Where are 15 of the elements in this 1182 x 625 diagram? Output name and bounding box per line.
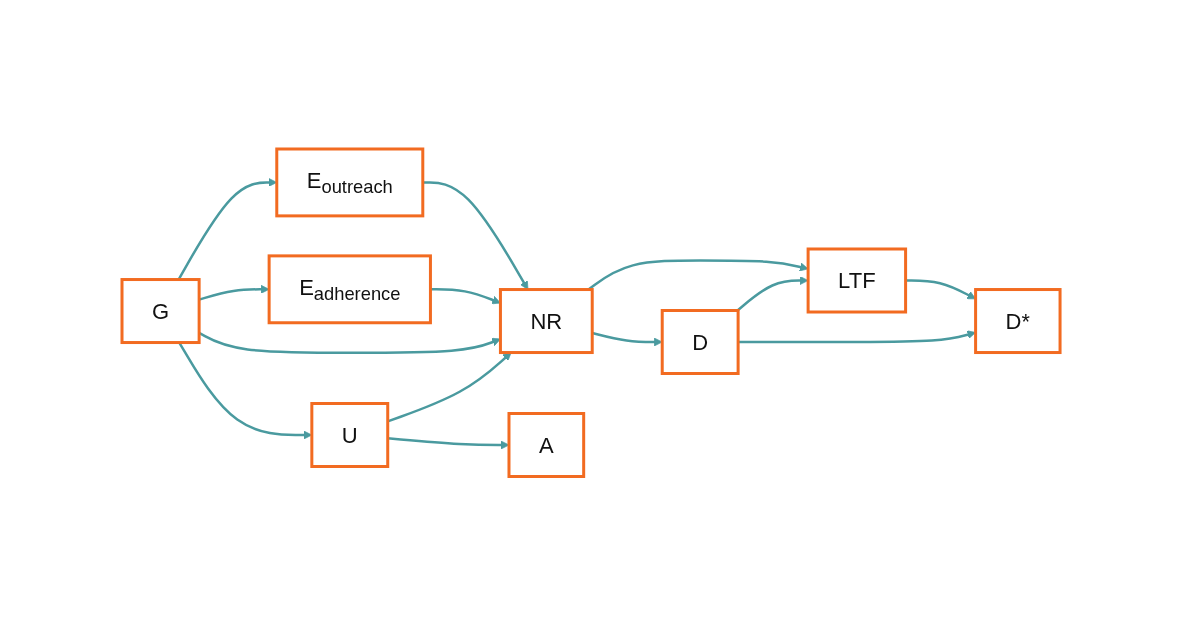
arrow: [422, 180, 529, 290]
arrow: [738, 330, 976, 343]
node-box: D: [660, 308, 740, 375]
node-box: D*: [974, 287, 1062, 354]
arrow: [736, 275, 809, 312]
node-box: LTF: [806, 247, 908, 314]
node-box: U: [310, 401, 390, 468]
node-box: E$_{outreach}$: [275, 147, 425, 218]
node-box: G: [120, 277, 201, 344]
arrow: [430, 287, 501, 304]
node-box: NR: [498, 287, 594, 354]
node-box: A: [507, 411, 586, 478]
arrow: [905, 279, 976, 299]
arrow: [587, 259, 809, 291]
node-box: E$_{adherence}$: [267, 254, 432, 324]
